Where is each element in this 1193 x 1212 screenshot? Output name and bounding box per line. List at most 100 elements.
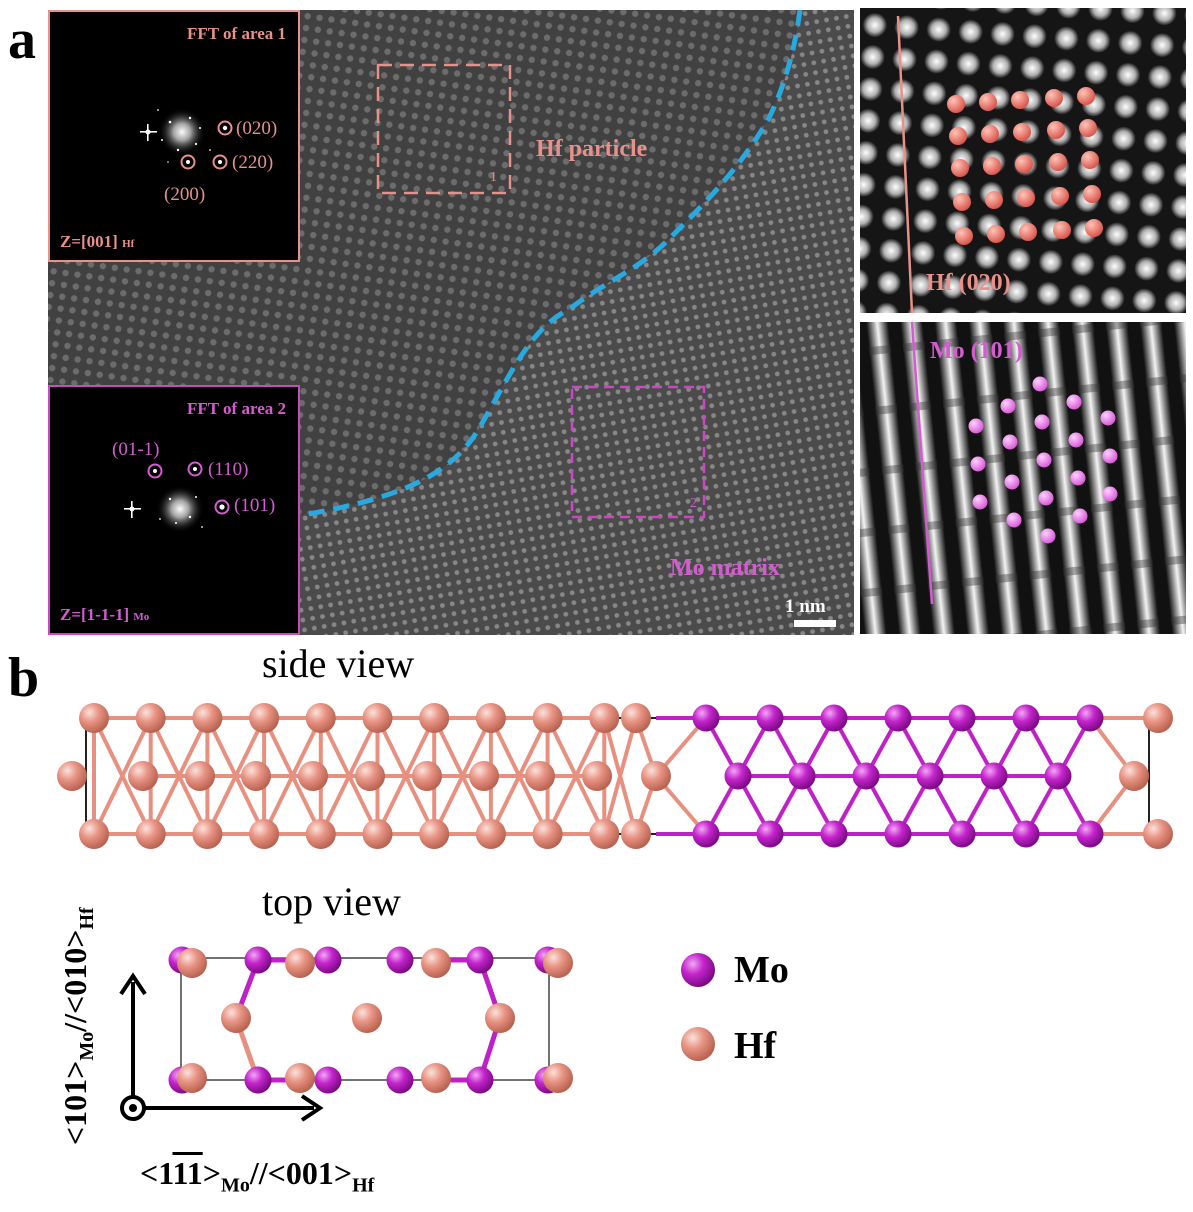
mo-atom — [756, 704, 784, 732]
hf-atom — [298, 761, 328, 791]
hf-atom — [621, 703, 651, 733]
interface-line — [302, 10, 803, 518]
mo-atom — [1012, 820, 1040, 848]
mo-atom — [466, 1066, 494, 1094]
hf-atom — [641, 761, 671, 791]
hf-atom — [57, 761, 87, 791]
hf-atom — [177, 948, 207, 978]
mo-atom — [1044, 762, 1072, 790]
hf-atom — [285, 1063, 315, 1093]
mo-atom — [1076, 704, 1104, 732]
filtered-inset-mo — [860, 322, 1186, 634]
side-view-title: side view — [262, 641, 415, 686]
hf-atom — [192, 703, 223, 733]
hf-atom — [177, 1063, 207, 1093]
hf-atom — [589, 819, 620, 849]
mo-atom — [692, 820, 720, 848]
hf-atom — [525, 761, 555, 791]
mo-atom — [244, 1066, 272, 1094]
mo-atom — [386, 946, 414, 974]
fft-mo-zone-axis: Z=[1-1-1] Mo — [60, 605, 150, 624]
hf-atom — [135, 819, 166, 849]
hf-atom — [412, 761, 442, 791]
mo-atom — [692, 704, 720, 732]
hf-atom — [362, 703, 393, 733]
hf-atom — [128, 761, 158, 791]
hf-atom — [241, 761, 271, 791]
hf-atom — [305, 819, 336, 849]
hf-atom-overlay — [947, 87, 1103, 245]
hf-atom — [221, 1003, 251, 1033]
hf-atom — [532, 703, 563, 733]
mo-atom — [980, 762, 1008, 790]
hf-atom — [532, 819, 563, 849]
scale-bar-label: 1 nm — [785, 596, 826, 617]
hf-atom — [1143, 819, 1173, 849]
mo-atom — [724, 762, 752, 790]
hf-atom — [1119, 761, 1149, 791]
legend-swatches — [681, 953, 715, 1061]
hf-atom — [249, 819, 280, 849]
mo-atom — [466, 946, 494, 974]
fft-hf-zone-axis: Z=[001] Hf — [60, 232, 135, 251]
mo-atom — [884, 820, 912, 848]
hf-atom — [79, 819, 109, 849]
axis-horizontal-label: <111>Mo//<001>Hf — [140, 1155, 375, 1197]
hf-atom — [543, 948, 573, 978]
hf-atom — [621, 819, 651, 849]
mo-atom — [852, 762, 880, 790]
mo-matrix-label: Mo matrix — [670, 555, 780, 581]
hf-atom — [1143, 703, 1173, 733]
axis-vertical-label: <101>Mo//<010>Hf — [56, 907, 99, 1146]
mo-atom — [948, 704, 976, 732]
mo-atom-overlay — [968, 376, 1118, 544]
hf-atom — [419, 819, 450, 849]
area-1-box — [376, 63, 512, 195]
mo-atom — [820, 704, 848, 732]
fft-inset-hf: FFT of area 1 (020) (220) (200) Z=[001] … — [48, 10, 300, 262]
mo-atom — [884, 704, 912, 732]
hf-atom — [589, 703, 620, 733]
hf-atom — [419, 703, 450, 733]
fft-hf-title: FFT of area 1 — [187, 24, 286, 43]
mo-atom — [948, 820, 976, 848]
hf-atom — [135, 703, 166, 733]
hf-atom — [485, 1003, 515, 1033]
fft-hf-spot-220: (220) — [232, 152, 274, 173]
fft-mo-spot-01-1: (01-1) — [112, 439, 160, 460]
top-view-title: top view — [262, 879, 401, 924]
hf-atom — [475, 703, 506, 733]
hf-atom — [362, 819, 393, 849]
hf-atom — [469, 761, 499, 791]
area-2-number: 2 — [690, 496, 697, 511]
mo-atom — [386, 1066, 414, 1094]
hf-atom — [249, 703, 280, 733]
fft-mo-title: FFT of area 2 — [187, 399, 286, 418]
inset-mo-label: Mo (101) — [930, 338, 1023, 364]
area-1-number: 1 — [490, 170, 497, 185]
hf-atom — [421, 1063, 451, 1093]
area-2-box — [570, 385, 706, 519]
hf-atom — [421, 948, 451, 978]
mo-atom — [1076, 820, 1104, 848]
legend-hf-label: Hf — [734, 1025, 777, 1067]
inset-hf-label: Hf (020) — [926, 270, 1011, 296]
hf-atom — [185, 761, 215, 791]
fft-inset-mo: FFT of area 2 (01-1) (110) (101) Z=[1-1-… — [48, 385, 300, 635]
fft-mo-spot-101: (101) — [234, 495, 276, 516]
mo-atom — [314, 946, 342, 974]
legend-mo-label: Mo — [734, 949, 789, 991]
fft-hf-spot-020: (020) — [236, 118, 278, 139]
mo-atom — [314, 1066, 342, 1094]
mo-atom — [756, 820, 784, 848]
fft-hf-spot-200: (200) — [164, 184, 206, 205]
panel-label-a: a — [8, 9, 36, 71]
hf-atom — [475, 819, 506, 849]
hf-atom — [285, 948, 315, 978]
fft-mo-spot-110: (110) — [208, 459, 249, 480]
legend-hf-swatch — [681, 1027, 715, 1061]
hf-atom — [352, 1003, 382, 1033]
filtered-inset-hf — [860, 8, 1186, 313]
mo-atom — [244, 946, 272, 974]
